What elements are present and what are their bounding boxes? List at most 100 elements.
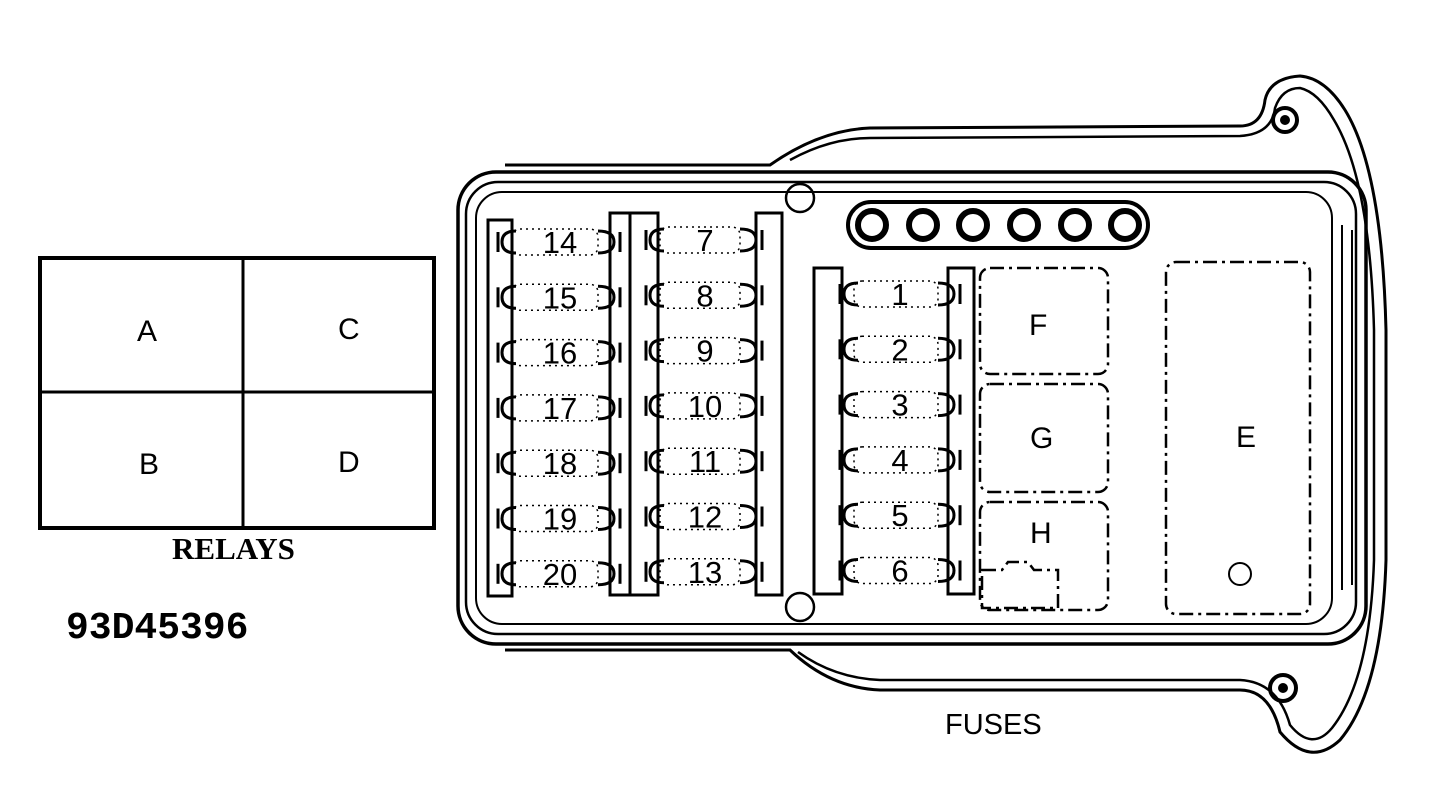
fuse-17-label: 17: [543, 391, 577, 426]
mounting-hole-bottom-center: [1278, 683, 1288, 693]
fuse-6-label: 6: [891, 554, 908, 589]
mounting-hole-bottom: [1268, 673, 1298, 703]
fuse-15-label: 15: [543, 280, 577, 315]
slot-g-label: G: [1030, 422, 1053, 455]
slot-f: [978, 266, 1110, 376]
fuse-11-right-clip: [739, 448, 758, 474]
fuse-9-body: [659, 336, 741, 365]
fuse-18-label: 18: [543, 446, 577, 481]
fuse-12-left-clip: [648, 504, 665, 529]
housing-body-outline: [456, 170, 1368, 646]
fuse-8-right-clip: [739, 282, 758, 308]
fuse-6: 6: [838, 554, 962, 589]
fuse-16-label: 16: [543, 336, 577, 371]
fuse-box-housing: [456, 74, 1388, 754]
fuse-5-body: [853, 501, 939, 529]
fuse-5-label: 5: [891, 498, 908, 533]
fuse-8-body: [659, 281, 741, 310]
fuse-4: 4: [838, 443, 962, 478]
slot-h: [978, 500, 1110, 612]
fuse-18-body: [511, 449, 599, 477]
fuse-19-label: 19: [543, 502, 577, 537]
fuse-19-right-clip: [597, 506, 616, 531]
fuse-11: 11: [644, 444, 764, 479]
fuse-rail-4: [754, 211, 784, 597]
fuse-2: 2: [838, 332, 962, 367]
fuse-5: 5: [838, 498, 962, 533]
connector-socket-row: [846, 200, 1150, 250]
fuse-14-right-clip: [597, 229, 616, 255]
slot-f-label: F: [1029, 309, 1047, 342]
fuse-17-body: [511, 394, 599, 422]
fuse-17-left-clip: [500, 395, 517, 421]
fuse-3-left-clip: [842, 392, 859, 418]
fuse-12-right-clip: [739, 504, 758, 529]
fuse-17: 17: [496, 391, 622, 426]
fuse-17-right-clip: [597, 395, 616, 421]
socket-3: [956, 208, 990, 242]
fuse-15: 15: [496, 280, 622, 315]
fuse-14-label: 14: [543, 225, 577, 260]
fuse-10-body: [659, 392, 741, 420]
slot-g: [978, 382, 1110, 494]
fuse-10-left-clip: [648, 393, 665, 419]
relay-c-label: C: [338, 313, 360, 346]
diagram-code: 93D45396: [66, 607, 248, 650]
locator-pin-bottom: [784, 591, 816, 623]
fuse-16-left-clip: [500, 340, 517, 366]
slot-e-pin: [1228, 562, 1252, 586]
socket-6: [1108, 208, 1142, 242]
fuse-8: 8: [644, 278, 764, 313]
fuse-13-label: 13: [688, 555, 722, 590]
fuse-1-right-clip: [937, 281, 956, 307]
fuse-rail-1: [486, 218, 514, 598]
fuse-11-left-clip: [648, 448, 665, 474]
fuse-20-body: [511, 560, 599, 588]
fuse-rail-5: [812, 266, 844, 596]
slot-e: [1164, 260, 1312, 616]
fuse-4-body: [853, 446, 939, 474]
fuse-16-right-clip: [597, 340, 616, 366]
fuse-3-label: 3: [891, 388, 908, 423]
connector-socket-strip: [846, 200, 1150, 250]
relay-panel: A C B D: [38, 256, 436, 530]
fuse-11-body: [659, 447, 741, 475]
fuse-13-body: [659, 558, 741, 586]
fuse-19-body: [511, 504, 599, 533]
fuse-7-body: [659, 226, 741, 254]
fuse-2-label: 2: [891, 332, 908, 367]
fuse-2-left-clip: [842, 336, 859, 362]
fuse-13-left-clip: [648, 559, 665, 585]
fuse-5-left-clip: [842, 502, 859, 528]
fuse-7-left-clip: [648, 227, 665, 253]
fuse-12: 12: [644, 500, 764, 535]
housing-outer-flange-inner: [789, 86, 1376, 741]
fuse-8-label: 8: [696, 278, 713, 313]
fuse-rail-6: [946, 266, 976, 596]
fuse-18-left-clip: [500, 450, 517, 476]
fuse-15-right-clip: [597, 284, 616, 310]
fuse-1-left-clip: [842, 281, 859, 307]
fuse-20-right-clip: [597, 561, 616, 587]
fuse-3-right-clip: [937, 392, 956, 418]
socket-1: [855, 208, 889, 242]
fuse-3: 3: [838, 388, 962, 423]
fuse-18: 18: [496, 446, 622, 481]
relays-caption: RELAYS: [172, 531, 295, 566]
fuse-6-right-clip: [937, 558, 956, 583]
fuse-14-body: [511, 228, 599, 256]
fuse-4-right-clip: [937, 447, 956, 473]
housing-body-cavity: [475, 191, 1333, 625]
locator-pin-top: [784, 182, 816, 214]
fuse-5-right-clip: [937, 502, 956, 528]
fuse-9-right-clip: [739, 338, 758, 364]
fuse-14: 14: [496, 225, 622, 260]
slot-e-label: E: [1236, 421, 1256, 454]
fuse-6-left-clip: [842, 558, 859, 583]
relay-b-label: B: [139, 448, 159, 481]
fuse-10-right-clip: [739, 393, 758, 419]
